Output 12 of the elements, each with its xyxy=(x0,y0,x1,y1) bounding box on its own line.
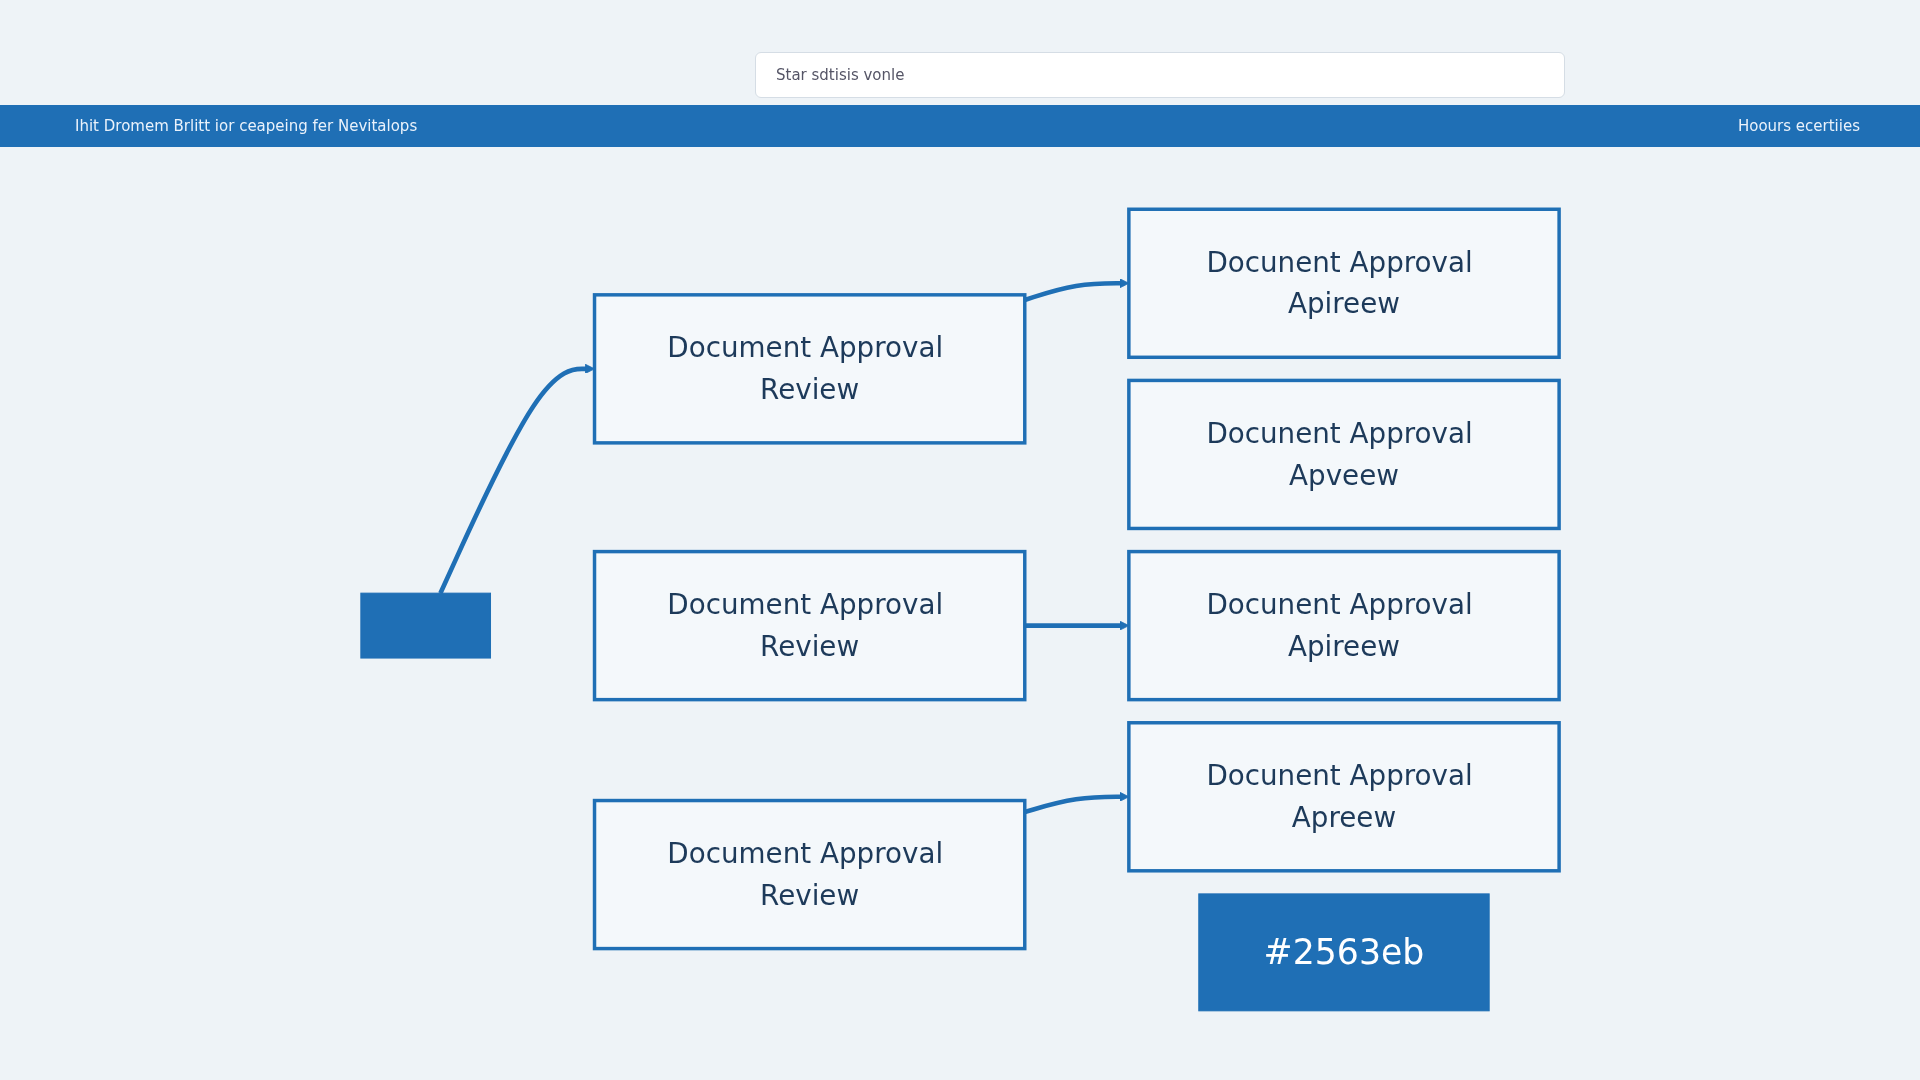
node-box: Docunent Approval Apireew xyxy=(1127,549,1561,702)
node-box: Document Approval Review xyxy=(592,798,1027,951)
search-field: Star sdtisis vonle xyxy=(755,52,1565,98)
node-box: Docunent Approval Apveew xyxy=(1127,378,1561,531)
node-box: Docunent Approval Apireew xyxy=(1127,207,1561,360)
node-box: Document Approval Review xyxy=(592,293,1027,445)
node-box: Document Approval Review xyxy=(592,549,1027,702)
node-box: Docunent Approval Apreew xyxy=(1127,721,1561,873)
node-box: #2563eb xyxy=(1198,893,1490,1012)
banner-text: Ihit Dromem Brlitt ior ceapeing fer Nevitalops xyxy=(75,117,418,135)
node-box xyxy=(360,592,491,659)
banner-link: Hoours ecertiies xyxy=(1737,117,1860,135)
